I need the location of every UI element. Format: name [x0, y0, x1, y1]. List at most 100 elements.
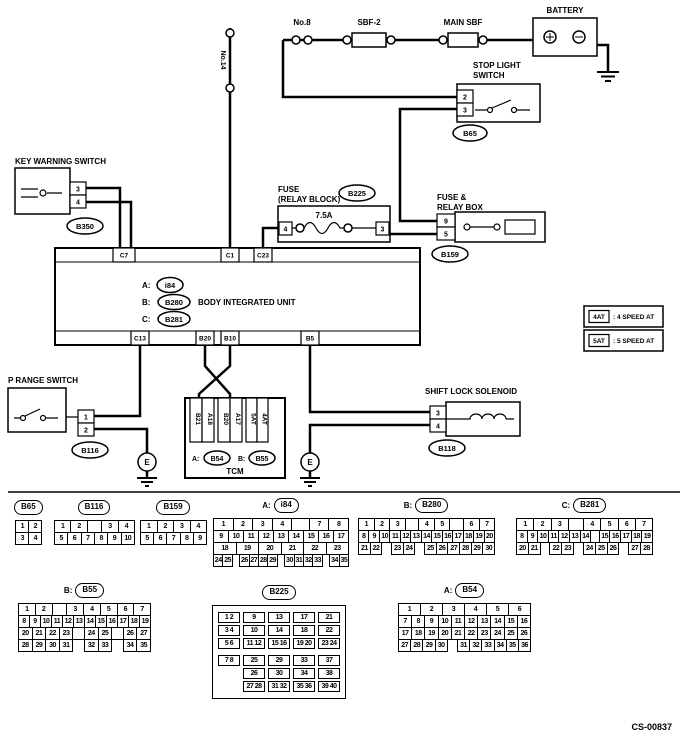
ground-icon [137, 477, 157, 487]
stop-light-switch-label-2: SWITCH [473, 71, 505, 80]
ground-e-label: E [144, 458, 150, 467]
tcm-conn-5at: 5AT [250, 413, 257, 425]
fusible-link-no8-label: No.8 [293, 18, 311, 27]
pin-box [112, 247, 136, 263]
pin-box [278, 221, 293, 236]
pin-box [195, 330, 215, 346]
p-range-switch: P RANGE SWITCH 1 2 B116 [7, 376, 109, 459]
wire-keywarning-pin4 [86, 200, 133, 249]
connector-name: B116 [81, 446, 99, 455]
fusible-links: No.8 SBF-2 MAIN SBF No.14 [219, 18, 488, 93]
stop-light-switch-label-1: STOP LIGHT [473, 61, 521, 70]
fuse-and-relay-box: FUSE & RELAY BOX 9 5 B159 [431, 193, 546, 263]
fuse-terminal-icon [342, 35, 352, 45]
pin-cell: 34 [293, 668, 315, 679]
fuse-relay-block-label-2: (RELAY BLOCK) [278, 195, 341, 204]
tcm-conn-b21: B21 [194, 413, 201, 425]
connector-name: B65 [463, 129, 477, 138]
pinout-header: C: B281 [562, 498, 607, 513]
pin-cell: 7 8 [218, 655, 240, 666]
pin-box [256, 397, 269, 443]
legend-tag-box [588, 309, 610, 324]
pin-cell: 5 [433, 518, 451, 531]
fuse-terminal-icon [291, 35, 301, 45]
pin-cell: 23 [561, 542, 575, 555]
pin-cell: 31 32 [268, 681, 290, 692]
tcm-conn-b20: B20 [222, 413, 229, 425]
pin-box [77, 422, 95, 437]
wire-biu-b5-to-solenoid [308, 345, 430, 414]
pin-gap [276, 554, 286, 567]
ground-e-circle [137, 452, 157, 472]
pin-cell: 13 [268, 612, 290, 623]
wires [86, 28, 610, 478]
pinout-prefix: B: [403, 501, 413, 510]
pin-cell: 26 [606, 542, 620, 555]
pin-cell: 10 [120, 532, 135, 545]
pin-box [69, 194, 87, 209]
pin-gap [51, 603, 68, 616]
pin-cell: 8 [93, 532, 109, 545]
p-range-switch-box [7, 387, 67, 433]
pin-cell: 27 [447, 542, 461, 555]
pinout-header: A: B54 [444, 583, 485, 598]
legend-text-2: : 5 SPEED AT [613, 338, 654, 345]
biu-name: BODY INTEGRATED UNIT [198, 298, 296, 307]
pin-cell: 30 [482, 542, 496, 555]
pin-box [253, 247, 273, 263]
switch-terminal-icon [486, 106, 494, 114]
connector-label: B54 [455, 583, 485, 598]
pin-number: 3 [76, 187, 80, 194]
pin-cell: 19 20 [293, 638, 315, 649]
plus-icon [546, 33, 554, 41]
mainsbf-fuse-body [447, 32, 479, 48]
pin-cell: 25 [222, 554, 233, 567]
tcm-conn-a17: A17 [234, 413, 241, 425]
connector-oval [428, 439, 466, 457]
fuse-relay-block-label-1: FUSE [278, 185, 300, 194]
pin-cell: 14 [268, 625, 290, 636]
pinout-prefix: B: [63, 586, 73, 595]
legend-text-1: : 4 SPEED AT [613, 314, 654, 321]
pin-cell: 31 [58, 639, 74, 652]
switch-terminal-icon [39, 189, 47, 197]
pin-cell: 35 [136, 639, 151, 652]
shift-lock-solenoid: SHIFT LOCK SOLENOID 3 4 B118 [425, 387, 521, 457]
fuse-terminal-icon [478, 35, 488, 45]
pin-gap [291, 518, 310, 531]
wire-biu-b10-to-tcm [197, 345, 232, 399]
tcm-conn-4at: 4AT [261, 413, 268, 425]
pin-cell: 32 [83, 639, 99, 652]
pin-gap [539, 542, 551, 555]
grounds: E E [137, 452, 320, 487]
connector-oval [431, 245, 469, 263]
biu-b-name: B280 [165, 298, 183, 307]
battery-label: BATTERY [547, 6, 585, 15]
wire-biu-b20-to-tcm [203, 345, 232, 399]
pin-cell: 26 [243, 668, 265, 679]
ground-icon [300, 477, 320, 487]
pin-box [436, 226, 456, 241]
pin-cell: 17 [293, 612, 315, 623]
connector-label: i84 [273, 498, 299, 513]
pinout-header: B225 [262, 585, 296, 600]
biu-connector-c1: C1 [226, 253, 235, 260]
key-warning-switch-label: KEY WARNING SWITCH [15, 157, 106, 166]
biu-connector-c23: C23 [257, 253, 269, 260]
pin-cell: 27 [136, 627, 151, 640]
pin-gap [381, 542, 393, 555]
pinout-header: B116 [77, 500, 111, 515]
pin-cell: 11 12 [243, 638, 265, 649]
fuse-terminal-icon [225, 83, 235, 93]
pin-number: 3 [436, 411, 440, 418]
